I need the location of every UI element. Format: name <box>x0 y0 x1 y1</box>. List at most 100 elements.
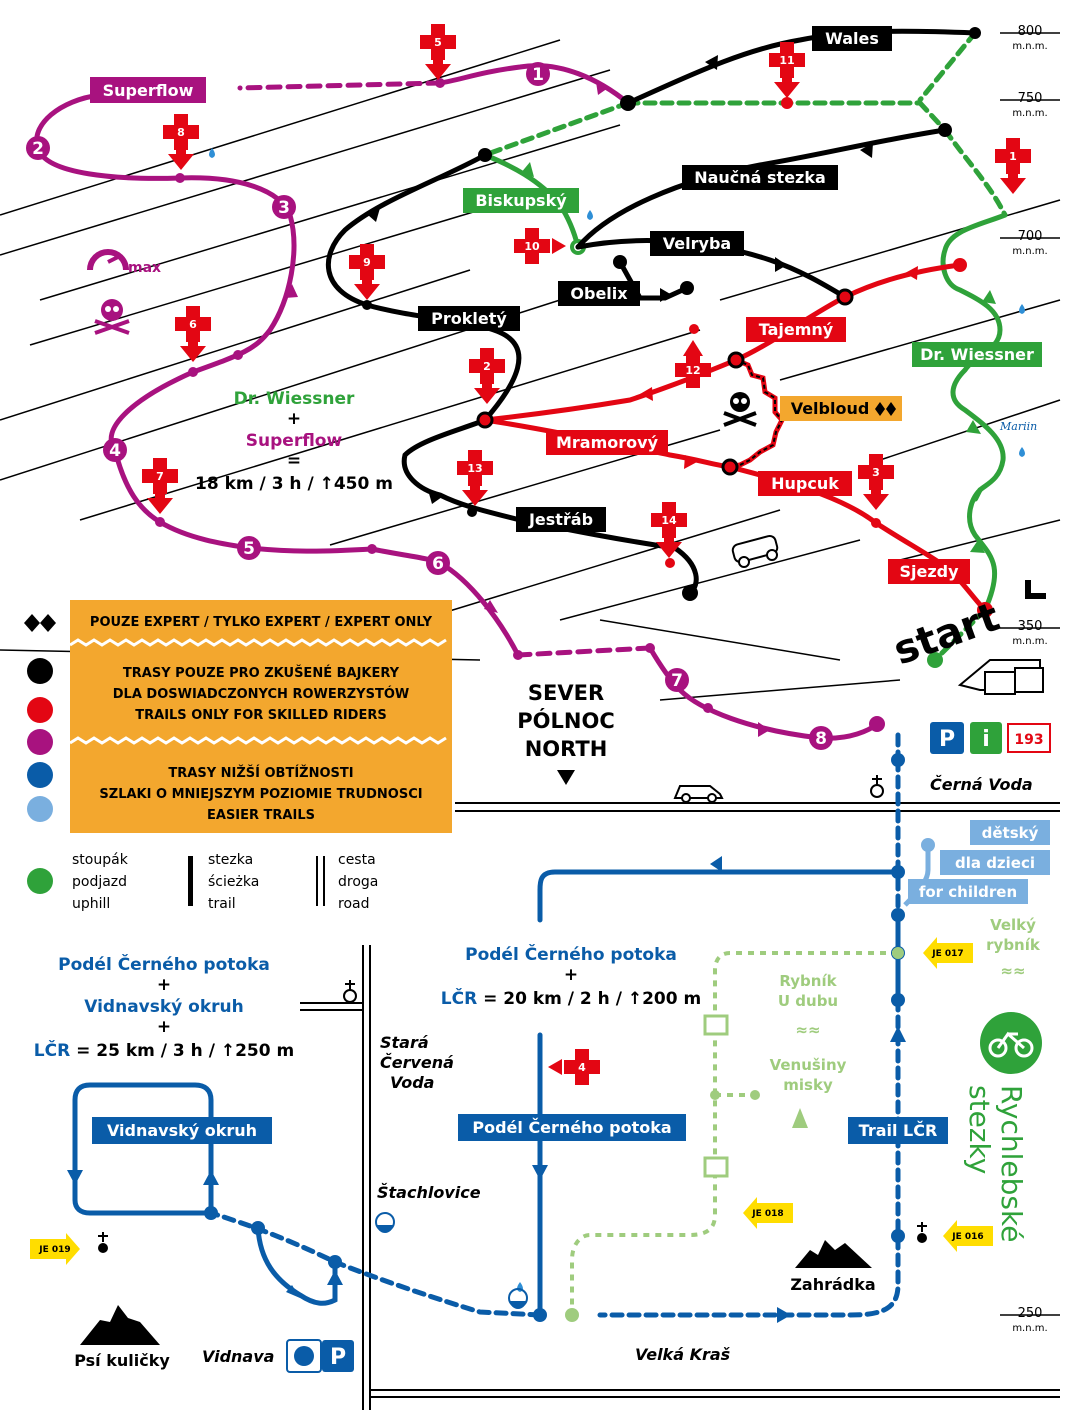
arrow-icon <box>520 162 534 177</box>
tajemny-label[interactable]: Tajemný <box>759 320 834 339</box>
aid-6: 6 <box>189 318 197 331</box>
elev-750-unit: m.n.m. <box>1012 108 1047 119</box>
trail-node <box>328 1255 342 1269</box>
vidnava-parking-icon: P <box>330 1345 346 1370</box>
stara-3: Voda <box>390 1073 434 1092</box>
combo-top-line2: Superflow <box>246 431 343 451</box>
kids-2: dla dzieci <box>955 854 1035 872</box>
arrow-icon <box>484 600 498 613</box>
combo-left-plus2: + <box>157 1017 171 1037</box>
naucna-label[interactable]: Naučná stezka <box>694 168 826 187</box>
lightgreen-trail[interactable] <box>570 951 898 1315</box>
brand-line2: stezky <box>963 1085 996 1174</box>
car-icon <box>673 785 724 803</box>
trail-node <box>953 258 967 272</box>
trail-node <box>938 123 952 137</box>
green-uphill-trails[interactable] <box>482 30 1008 663</box>
lightgreen-places: Velký rybník Rybník U dubu Venušiny misk… <box>770 916 1041 1094</box>
badge-6: 6 <box>432 554 444 574</box>
arrow-icon <box>860 143 873 158</box>
stachlovice-label: Štachlovice <box>377 1182 481 1202</box>
building-icon <box>957 659 1044 695</box>
water-drop-icon <box>1019 447 1025 457</box>
aid-5: 5 <box>434 36 442 49</box>
obelix-label[interactable]: Obelix <box>570 284 628 303</box>
podel-label[interactable]: Podél Černého potoka <box>472 1118 671 1137</box>
trail-node <box>188 367 198 377</box>
aid-2: 2 <box>483 360 491 373</box>
arrow-icon <box>710 856 722 872</box>
trail-node <box>836 288 854 306</box>
legend-expert: POUZE EXPERT / TYLKO EXPERT / EXPERT ONL… <box>90 615 433 630</box>
stara-1: Stará <box>380 1033 429 1052</box>
children-label: dětský dla dzieci for children <box>908 820 1050 904</box>
north-indicator: SEVER PÓLNOC NORTH <box>517 681 615 785</box>
elev-800: 800 <box>1018 24 1043 39</box>
diamond-icon <box>40 614 56 632</box>
velbloud-label[interactable]: Velbloud <box>791 399 870 418</box>
water-drops <box>209 148 1025 1292</box>
jestrab-label[interactable]: Jestřáb <box>528 510 593 529</box>
aid-13: 13 <box>467 462 482 475</box>
trail-node <box>467 507 477 517</box>
red-nodes <box>476 97 993 618</box>
car-icon <box>731 534 779 568</box>
trail-node <box>680 281 694 295</box>
red-swatch <box>27 697 53 723</box>
arrow-icon <box>285 284 298 298</box>
biskupsky-label[interactable]: Biskupský <box>475 191 567 210</box>
superflow-label-bg <box>90 77 206 103</box>
black-swatch <box>27 658 53 684</box>
badge-8: 8 <box>815 729 827 749</box>
trail-node <box>533 1308 547 1322</box>
wiessner-label[interactable]: Dr. Wiessner <box>920 345 1034 364</box>
arrow-icon <box>368 208 380 222</box>
aid-1: 1 <box>1009 150 1017 163</box>
legend-swatches <box>24 614 56 894</box>
wiessner-label-bg <box>912 342 1042 367</box>
arrow-icon <box>327 1270 343 1285</box>
swimming-icon <box>375 1212 395 1233</box>
mramorovy-label[interactable]: Mramorový <box>556 433 659 452</box>
combo-left-stats: LČR = 25 km / 3 h / ↑250 m <box>34 1039 294 1061</box>
proklety-label[interactable]: Prokletý <box>431 309 507 328</box>
badge-5: 5 <box>243 539 255 559</box>
superflow-arrows <box>285 82 770 737</box>
north-l2: PÓLNOC <box>517 708 614 733</box>
wales-label[interactable]: Wales <box>825 29 879 48</box>
combo-left-line1: Podél Černého potoka <box>58 953 270 975</box>
trail-node <box>513 650 523 660</box>
superflow-label[interactable]: Superflow <box>103 81 194 100</box>
trail-node <box>476 411 494 429</box>
max-label: max <box>128 260 161 276</box>
arrow-icon <box>596 82 608 95</box>
velryba-label[interactable]: Velryba <box>663 234 731 253</box>
trail-node <box>727 351 745 369</box>
blue-arrows <box>67 856 906 1323</box>
trail-lcr-label[interactable]: Trail LČR <box>859 1121 938 1140</box>
vidnavsky-label[interactable]: Vidnavský okruh <box>107 1121 257 1140</box>
sjezdy-label[interactable]: Sjezdy <box>899 562 959 581</box>
diamond-icon <box>24 614 40 632</box>
hupcuk-label[interactable]: Hupcuk <box>771 474 839 493</box>
trail-node <box>703 703 713 713</box>
blue-nodes <box>204 753 905 1322</box>
waves-icon: ≈≈ <box>795 1021 820 1039</box>
trail-node <box>645 643 655 653</box>
combo-top-plus: + <box>287 409 301 429</box>
arrow-icon <box>660 288 672 302</box>
trail-node <box>435 78 445 88</box>
legend-road-2: droga <box>338 874 378 890</box>
legend-road-3: road <box>338 896 369 912</box>
church-icon <box>98 1232 108 1253</box>
lightgreen-nodes <box>565 947 904 1322</box>
elev-250: 250 <box>1018 1306 1043 1321</box>
green-swatch <box>27 868 53 894</box>
superflow-number-badges: 1 2 3 4 5 6 7 8 <box>26 62 833 750</box>
trail-node <box>367 544 377 554</box>
aid-8: 8 <box>177 126 185 139</box>
zahradka-label: Zahrádka <box>790 1275 875 1294</box>
arrow-icon <box>905 266 918 280</box>
red-arrows <box>640 266 918 469</box>
